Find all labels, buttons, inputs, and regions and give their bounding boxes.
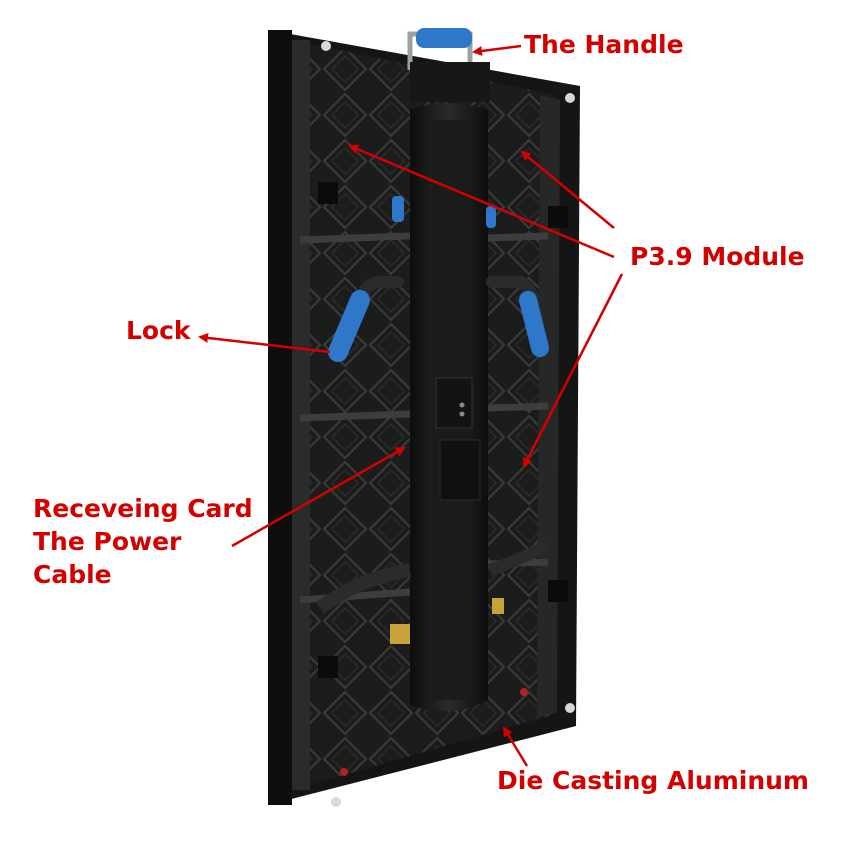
central-spine (410, 103, 488, 712)
receiving-card-line-3: Cable (33, 560, 112, 589)
handle (407, 28, 490, 102)
module-arrow-2 (520, 150, 615, 229)
die-casting-arrow (502, 726, 529, 767)
handle-label: The Handle (524, 30, 684, 59)
handle-arrow (472, 44, 522, 56)
module-arrow-3 (522, 273, 624, 468)
annotation-arrows (198, 44, 624, 767)
locks (328, 196, 549, 362)
die-casting-label: Die Casting Aluminum (497, 766, 809, 795)
receiving-card-label: Receveing Card The Power Cable (33, 492, 253, 591)
power-cable (315, 539, 551, 644)
card-arrow (231, 446, 406, 548)
red-connectors (340, 688, 528, 776)
receiving-card-line-1: Receveing Card (33, 494, 253, 523)
corner-brackets (321, 41, 575, 807)
lock-arrow (198, 332, 331, 354)
receiving-card-line-2: The Power (33, 527, 182, 556)
p3-9-module-label: P3.9 Module (630, 242, 805, 271)
side-latches (318, 182, 568, 678)
lock-label: Lock (126, 316, 191, 345)
module-arrow-1 (348, 144, 615, 259)
